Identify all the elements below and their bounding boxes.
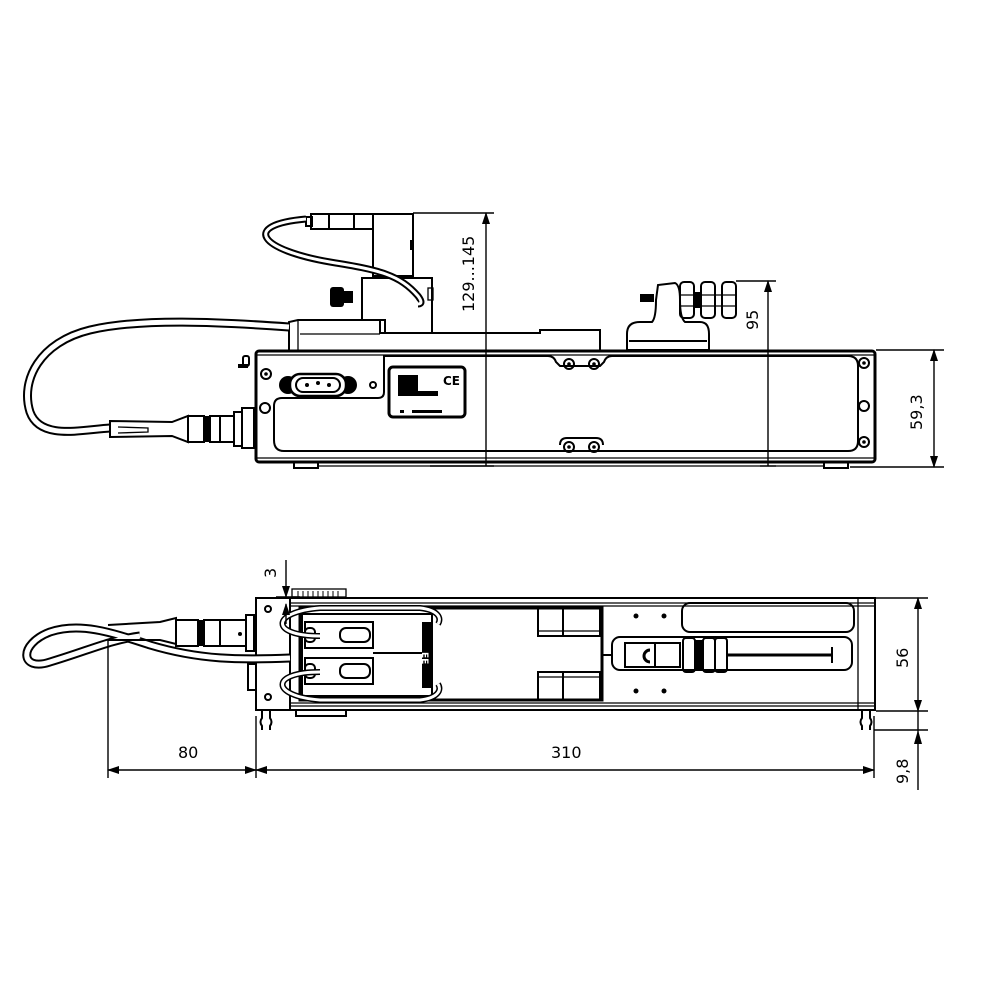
- side-dimensions: 129...145 95 59,3: [413, 212, 944, 468]
- dim-width: 56: [893, 648, 912, 668]
- top-cable: [22, 614, 291, 691]
- dim-cable-length: 80: [178, 743, 198, 762]
- screw-set: [259, 357, 870, 453]
- dim-body-length: 310: [551, 743, 582, 762]
- adjusting-screw: [602, 602, 855, 694]
- label-plate: CE: [387, 365, 467, 419]
- housing-body: [254, 349, 877, 469]
- side-view: CE: [23, 212, 944, 469]
- dim-height-range: 129...145: [459, 236, 478, 312]
- top-view: EE: [22, 560, 928, 790]
- ce-mark: CE: [443, 374, 460, 388]
- dim-gap: 3: [261, 568, 280, 578]
- top-dimensions: 3 56 9,8 80 310: [107, 560, 928, 790]
- dim-body-height: 59,3: [907, 394, 926, 430]
- sensor-head: [262, 213, 434, 334]
- svg-text:EE: EE: [419, 652, 429, 664]
- plug-carrier: EE: [279, 605, 604, 703]
- mechanical-stop: [626, 281, 737, 351]
- d-sub-connector: [279, 372, 377, 398]
- side-cable: [23, 317, 290, 449]
- dim-stop-height: 95: [743, 310, 762, 330]
- dim-foot: 9,8: [893, 759, 912, 784]
